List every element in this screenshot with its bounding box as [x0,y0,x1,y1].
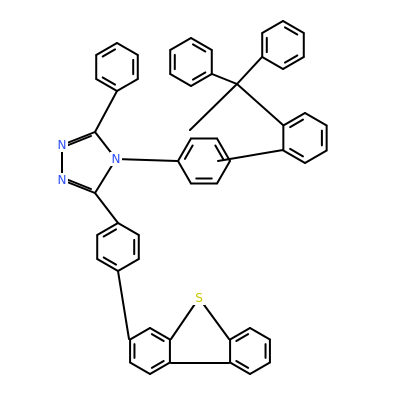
atom-label-s: S [195,291,203,305]
fluorene-ring-right-double-bond [289,147,304,158]
diphenyl-ring-right-bond [261,56,284,70]
phenyl-ring-top-left-double-bond [101,76,117,86]
sp3-carbon-phenyl-bond [236,56,263,85]
atom-label-n-top: N [58,138,67,152]
fluorene-five-ring-bond [236,83,284,126]
fluorene-ring-left-bond [177,160,192,185]
fluorene-five-ring-bond [189,83,238,131]
triazole-double-bond [65,135,92,147]
diphenyl-ring-right-bond [282,20,305,34]
diphenyl-ring-left-double-bond [191,71,207,81]
dibenzothiophene-ring-right-bond [249,327,271,341]
fluorene-ring-left-bond [216,137,231,162]
phenylene-ring-bond [96,222,119,236]
dibenzothiophene-ring-left-bond [129,361,151,375]
phenyl-ring-top-left-bond [95,42,118,56]
triazole-nitrogen-substituted: N [110,152,122,166]
dibenzothiophene-ring-right-bond [229,361,251,375]
fluorene-five-ring-bond [217,149,284,162]
dibenzothiophene-ring-left-bond [129,327,151,341]
dibenzothiophene-ring-left-double-bond [150,360,165,369]
fluorene-ring-right-bond [282,112,306,127]
phenylene-ring-bond [117,258,140,272]
phenyl-triazole-bond [94,90,118,133]
phenyl-ring-top-left-double-bond [101,48,117,58]
triazole-fluorenyl-bond [115,158,178,162]
fluorene-ring-left-double-bond [183,144,194,160]
bond-layer [61,20,328,375]
sp3-carbon-phenyl-bond [211,73,238,85]
dibenzothiophene-ring-right-double-bond [235,333,250,342]
diphenyl-ring-left-double-bond [191,43,207,53]
triazole-double-bond [65,178,92,190]
fluorene-ring-right-double-bond [289,118,304,129]
diphenyl-ring-right-bond [282,56,305,70]
diphenyl-ring-right-double-bond [283,54,299,64]
triazole-phenylene-bond [94,192,119,224]
diphenyl-ring-right-bond [261,20,284,34]
phenylene-ring-double-bond [102,256,118,266]
dibenzothiophene-ring-left-double-bond [150,333,165,342]
diphenyl-ring-right-double-bond [283,26,299,36]
atom-label-n-substituted: N [112,152,121,166]
phenyl-ring-top-left-bond [116,78,139,92]
dibenzothiophene-sulfur: S [193,291,205,305]
dibenzothiophene-ring-left-bond [149,327,171,341]
fluorene-ring-right-bond [282,149,306,164]
fluorene-ring-right-bond [304,149,328,164]
diphenyl-ring-left-bond [190,37,213,51]
phenylene-ring-bond [117,222,140,236]
fluorene-ring-right-bond [304,112,328,127]
dibenzothiophene-ring-right-double-bond [235,360,250,369]
atom-label-n-bottom: N [58,173,67,187]
fluorene-ring-left-bond [216,160,231,185]
diphenyl-ring-left-bond [190,73,213,87]
triazole-nitrogen-top: N [56,138,68,152]
dibenzothiophene-ring-right-bond [249,361,271,375]
dibenzothiophene-ring-left-bond [149,361,171,375]
phenylene-ring-double-bond [102,228,118,238]
diphenyl-ring-left-bond [169,37,192,51]
triazole-nitrogen-bottom: N [56,173,68,187]
fluorene-ring-left-double-bond [214,144,225,160]
dibenzothiophene-ring-right-bond [229,327,251,341]
atom-label-layer: N N N S [56,138,205,305]
diphenyl-ring-left-bond [169,73,192,87]
fluorene-ring-left-bond [177,137,192,162]
phenylene-dibenzothiophene-bond [117,270,130,340]
phenylene-ring-bond [96,258,119,272]
phenyl-ring-top-left-bond [116,42,139,56]
phenyl-ring-top-left-bond [95,78,118,92]
